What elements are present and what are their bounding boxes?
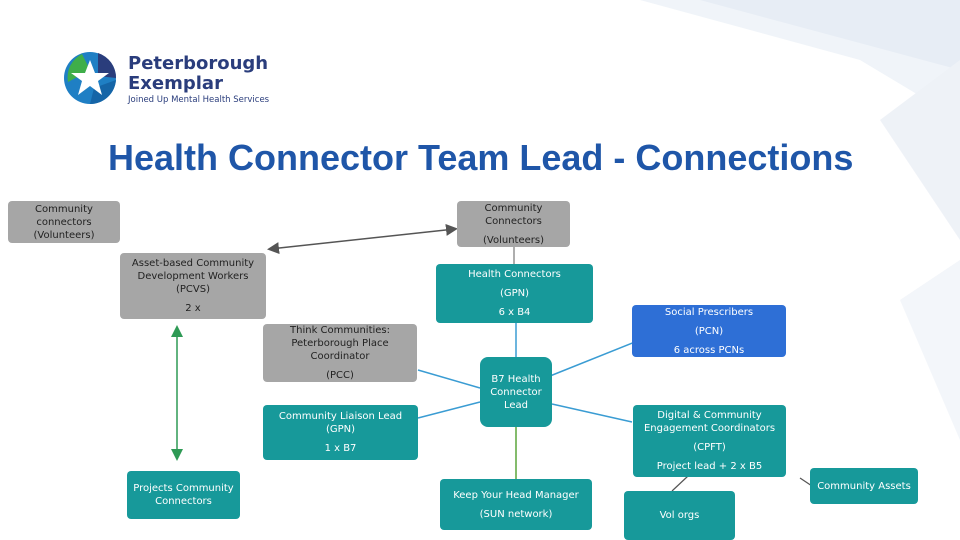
node-community-connectors-right: Community Connectors (Volunteers)	[457, 201, 570, 247]
link-b7-liaison	[417, 401, 481, 419]
node-text: Health Connectors	[468, 269, 561, 280]
node-text: Digital & Community	[657, 410, 762, 421]
node-text: Engagement Coordinators	[643, 423, 776, 434]
node-text: (GPN)	[499, 288, 530, 299]
node-digital-community-engagement: Digital & Community Engagement Coordinat…	[633, 405, 786, 477]
node-text: Coordinator	[310, 351, 370, 362]
node-asset-based-workers: Asset-based Community Development Worker…	[120, 253, 266, 319]
node-text: Community	[484, 202, 543, 214]
node-text: Development Workers	[137, 271, 249, 282]
logo-name-line1: Peterborough	[128, 53, 269, 74]
node-text: Vol orgs	[659, 510, 700, 521]
node-community-assets: Community Assets	[810, 468, 918, 504]
node-text: Community	[35, 203, 93, 215]
link-assets-1	[671, 475, 689, 492]
logo: Peterborough Exemplar Joined Up Mental H…	[60, 48, 290, 110]
node-text: 1 x B7	[324, 443, 357, 454]
node-text: Peterborough Place	[291, 338, 389, 349]
node-projects-community-connectors: Projects Community Connectors	[127, 471, 240, 519]
logo-tagline: Joined Up Mental Health Services	[128, 95, 270, 105]
node-text: (PCN)	[694, 325, 724, 337]
node-health-connectors: Health Connectors (GPN) 6 x B4	[436, 264, 593, 323]
node-text: Projects Community	[133, 483, 234, 494]
link-b7-think	[417, 369, 481, 389]
node-text: Project lead + 2 x B5	[656, 461, 763, 472]
node-text: B7 Health	[491, 373, 541, 385]
node-text: 2 x	[185, 303, 201, 314]
node-text: (SUN network)	[479, 508, 553, 520]
node-text: (PCVS)	[175, 284, 210, 295]
node-text: Connector	[490, 386, 542, 398]
node-community-liaison-lead: Community Liaison Lead (GPN) 1 x B7	[263, 405, 418, 460]
node-text: Connectors	[485, 215, 542, 227]
node-b7-health-connector-lead: B7 Health Connector Lead	[480, 357, 552, 427]
logo-star-icon	[64, 52, 117, 105]
node-keep-your-head-manager: Keep Your Head Manager (SUN network)	[440, 479, 592, 530]
node-text: (PCC)	[326, 370, 354, 381]
node-vol-orgs: Vol orgs	[624, 491, 735, 540]
node-text: Social Prescribers	[664, 306, 754, 318]
node-text: 6 across PCNs	[673, 344, 745, 356]
node-think-communities: Think Communities: Peterborough Place Co…	[263, 324, 417, 382]
link-community-connectors	[267, 224, 458, 254]
node-text: Asset-based Community	[131, 258, 255, 269]
link-b7-social	[549, 339, 641, 377]
node-social-prescribers: Social Prescribers (PCN) 6 across PCNs	[632, 305, 786, 357]
node-text: Community Liaison Lead	[278, 411, 403, 422]
page-title: Health Connector Team Lead - Connections	[108, 137, 854, 178]
node-community-connectors-left: Community connectors (Volunteers)	[8, 201, 120, 243]
node-text: Keep Your Head Manager	[453, 489, 579, 501]
node-text: (Volunteers)	[33, 229, 95, 241]
node-text: (Volunteers)	[483, 234, 544, 246]
node-text: (CPFT)	[693, 442, 726, 453]
logo-name-line2: Exemplar	[128, 73, 223, 94]
node-text: 6 x B4	[498, 307, 531, 318]
node-text: Think Communities:	[290, 325, 390, 336]
node-text: Connectors	[155, 496, 212, 507]
node-text: Lead	[503, 399, 529, 411]
node-text: (GPN)	[325, 424, 356, 435]
node-text: Community Assets	[817, 480, 911, 492]
node-text: connectors	[36, 216, 92, 228]
link-b7-digital	[551, 403, 633, 423]
